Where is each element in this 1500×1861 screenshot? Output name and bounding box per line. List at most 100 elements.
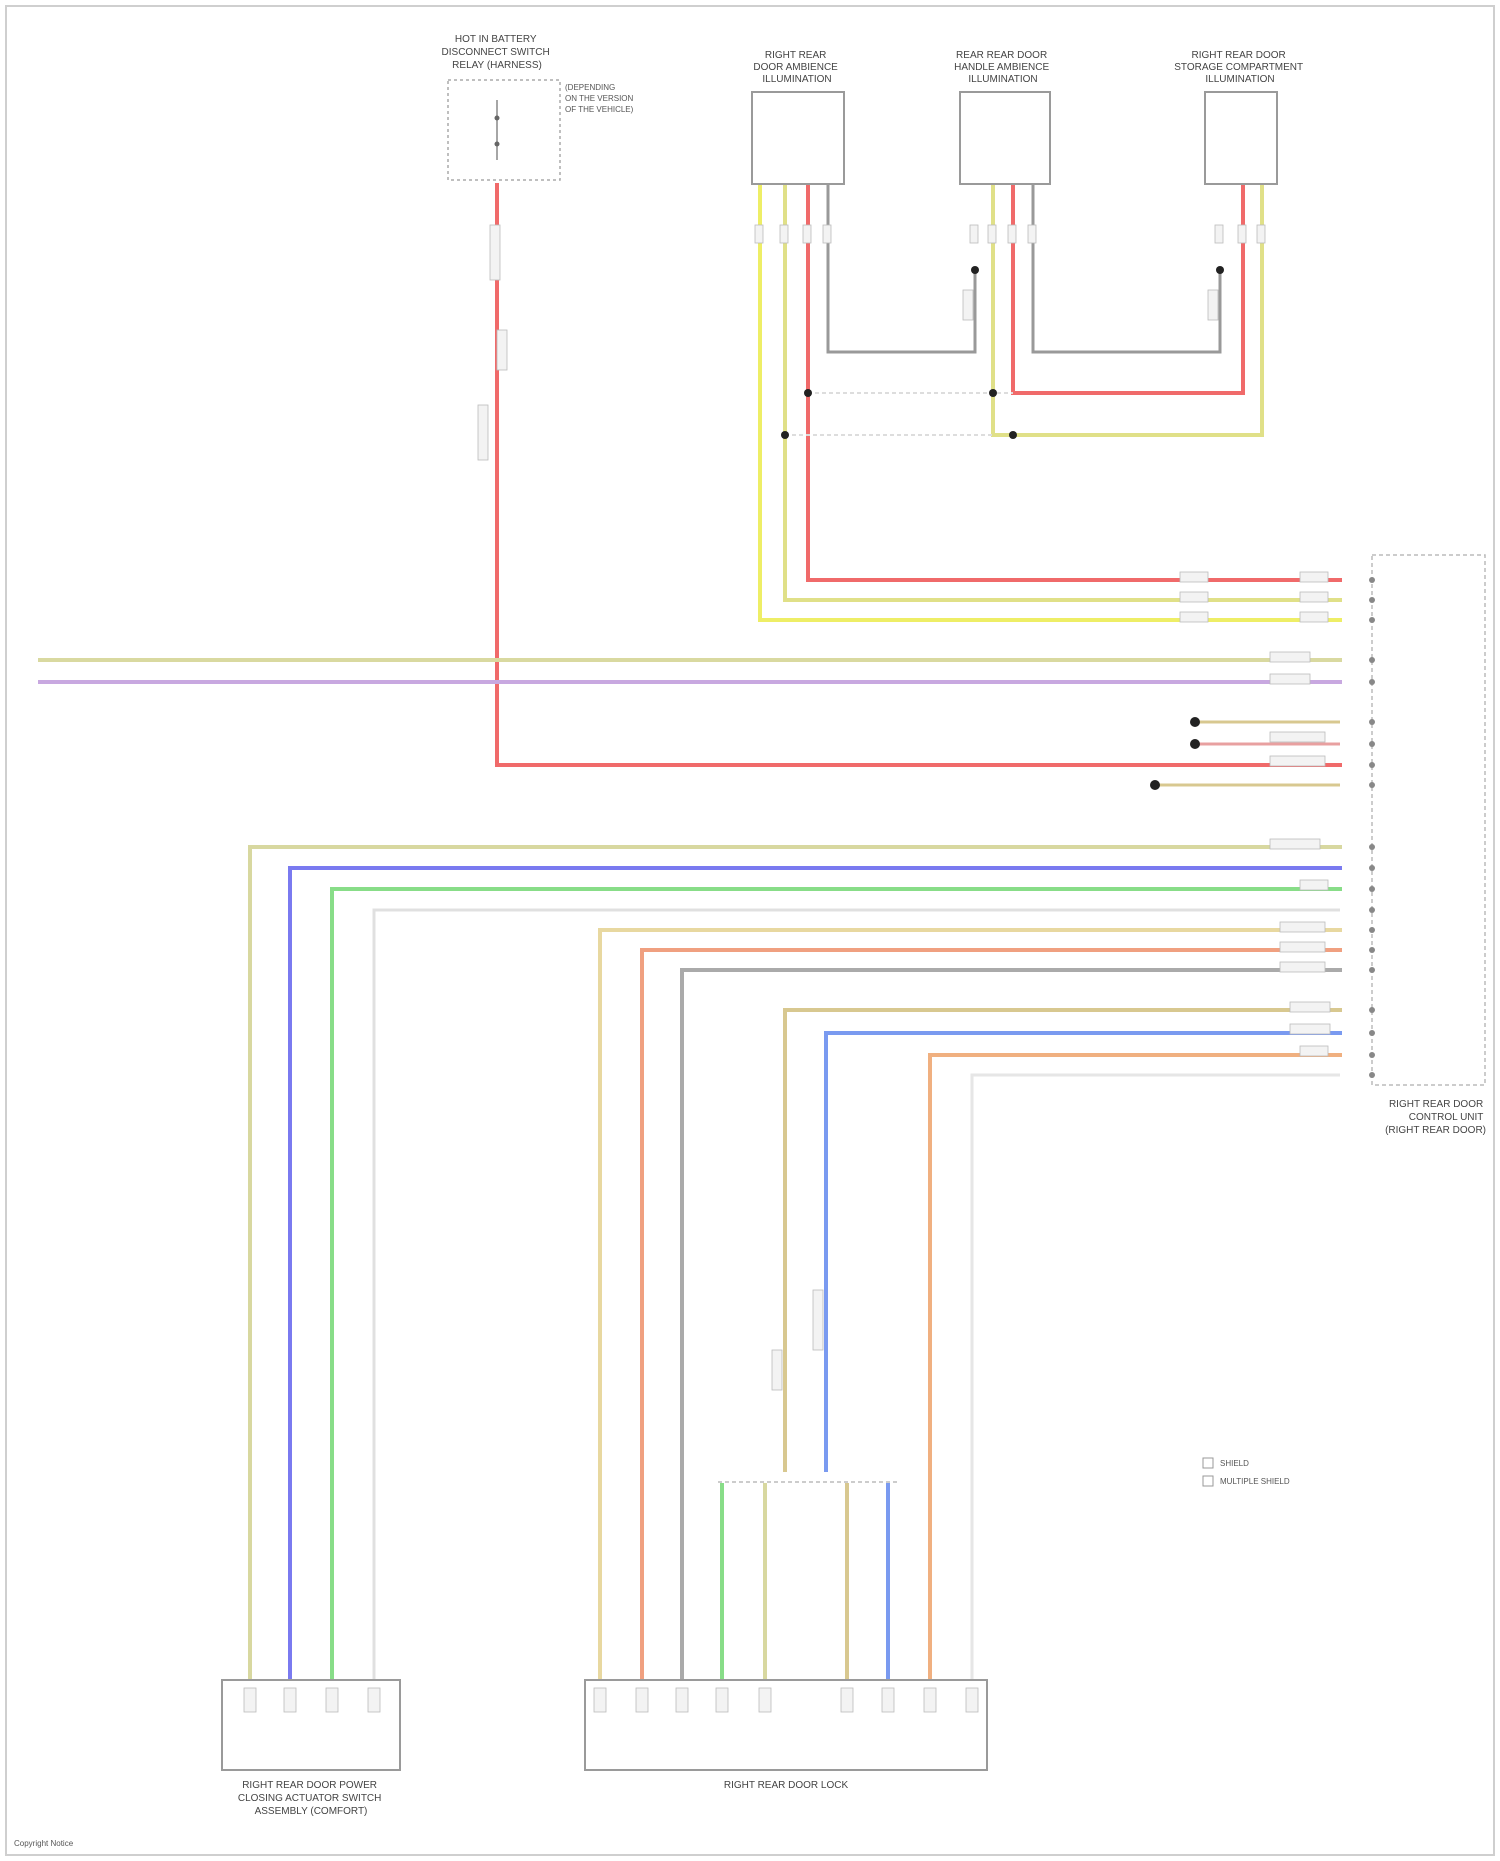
pin-tag <box>966 1688 978 1712</box>
pin-tag <box>1008 225 1016 243</box>
comfort-switch: RIGHT REAR DOOR POWER CLOSING ACTUATOR S… <box>222 1680 400 1817</box>
wire-group <box>40 185 1340 1690</box>
pin-tag <box>676 1688 688 1712</box>
wire-lock-1 <box>600 930 1340 1690</box>
wire-tag <box>1180 612 1208 622</box>
fuse-block: HOT IN BATTERY DISCONNECT SWITCH RELAY (… <box>442 34 636 180</box>
wire-tag <box>1270 839 1320 849</box>
splice-dot <box>781 431 789 439</box>
pin-tag <box>716 1688 728 1712</box>
pin-tag <box>284 1688 296 1712</box>
pin-tag <box>368 1688 380 1712</box>
splice-dots <box>781 266 1224 790</box>
pin-tag <box>1257 225 1265 243</box>
control-unit-title: RIGHT REAR DOOR CONTROL UNIT (RIGHT REAR… <box>1385 1099 1486 1136</box>
wire-tag <box>1290 1002 1330 1012</box>
pin-tag <box>803 225 811 243</box>
pin-tag <box>594 1688 606 1712</box>
footer-copyright: Copyright Notice <box>14 1839 74 1848</box>
pin-tag <box>755 225 763 243</box>
lamp2-box <box>960 92 1050 184</box>
fuse-contact <box>495 142 500 147</box>
wire-tag <box>1208 290 1218 320</box>
wire-lock-3 <box>682 970 1340 1690</box>
pin-tag <box>970 225 978 243</box>
wire-tag <box>1280 942 1325 952</box>
pin-tag <box>759 1688 771 1712</box>
wire-tag <box>1300 592 1328 602</box>
control-unit-pins <box>1369 577 1375 1078</box>
legend: SHIELD MULTIPLE SHIELD <box>1203 1458 1290 1486</box>
wire-tag <box>1270 652 1310 662</box>
wire-tag <box>478 405 488 460</box>
wire-tag <box>963 290 973 320</box>
wire-tag <box>1270 732 1325 742</box>
splice-dot <box>989 389 997 397</box>
wire-lock-7 <box>972 1075 1340 1690</box>
wire-lamp1-yellow <box>760 185 1340 620</box>
legend-shield-icon <box>1203 1458 1213 1468</box>
wire-tag <box>1280 922 1325 932</box>
wire-switch-4 <box>374 910 1340 1690</box>
legend-item-shield: SHIELD <box>1220 1459 1249 1468</box>
pin-tag <box>841 1688 853 1712</box>
wire-lamp1-ground <box>828 185 975 352</box>
legend-multiple-shield-icon <box>1203 1476 1213 1486</box>
wire-lamp3-red <box>1013 185 1243 393</box>
lamp-right-rear-door-storage: RIGHT REAR DOOR STORAGE COMPARTMENT ILLU… <box>1174 50 1306 243</box>
pin-tag <box>244 1688 256 1712</box>
splice-dot <box>1190 717 1200 727</box>
wire-tag <box>1270 674 1310 684</box>
pin-tag <box>924 1688 936 1712</box>
splice-dot <box>1216 266 1224 274</box>
wire-tag <box>772 1350 782 1390</box>
pin-tag <box>636 1688 648 1712</box>
wire-lock-4 <box>785 1010 1340 1470</box>
wire-switch-1 <box>250 847 1340 1690</box>
comfort-switch-title: RIGHT REAR DOOR POWER CLOSING ACTUATOR S… <box>238 1780 384 1817</box>
lamp3-box <box>1205 92 1277 184</box>
splice-dot <box>804 389 812 397</box>
wire-tag <box>1300 612 1328 622</box>
lamp1-title: RIGHT REAR DOOR AMBIENCE ILLUMINATION <box>753 50 840 85</box>
wire-lock-6 <box>930 1055 1340 1690</box>
lamp3-title: RIGHT REAR DOOR STORAGE COMPARTMENT ILLU… <box>1174 50 1306 85</box>
wire-tag <box>1180 592 1208 602</box>
splice-dot <box>1190 739 1200 749</box>
wire-fuse-feed <box>497 185 1340 765</box>
control-unit-outline <box>1372 555 1485 1085</box>
door-lock: RIGHT REAR DOOR LOCK <box>585 1680 987 1791</box>
wire-tag <box>1300 880 1328 890</box>
wire-lamp2-ground <box>1033 185 1220 352</box>
lamp2-title: REAR REAR DOOR HANDLE AMBIENCE ILLUMINAT… <box>954 50 1052 85</box>
wire-tags <box>478 225 1330 1390</box>
pin-tag <box>1215 225 1223 243</box>
lamp-rear-door-handle-ambience: REAR REAR DOOR HANDLE AMBIENCE ILLUMINAT… <box>954 50 1052 243</box>
pin-tag <box>1028 225 1036 243</box>
fuse-block-note: (DEPENDING ON THE VERSION OF THE VEHICLE… <box>565 83 636 114</box>
fuse-block-box <box>448 80 560 180</box>
pin-tag <box>988 225 996 243</box>
door-lock-title: RIGHT REAR DOOR LOCK <box>724 1780 849 1791</box>
pin-tag <box>1238 225 1246 243</box>
wire-tag <box>1300 1046 1328 1056</box>
fuse-contact <box>495 116 500 121</box>
wire-tag <box>1290 1024 1330 1034</box>
wire-tag <box>497 330 507 370</box>
lamp-right-rear-door-ambience: RIGHT REAR DOOR AMBIENCE ILLUMINATION <box>752 50 844 243</box>
control-unit: RIGHT REAR DOOR CONTROL UNIT (RIGHT REAR… <box>1369 555 1486 1136</box>
wire-tag <box>813 1290 823 1350</box>
lamp1-box <box>752 92 844 184</box>
splice-dot <box>971 266 979 274</box>
pin-tag <box>326 1688 338 1712</box>
splice-dot <box>1009 431 1017 439</box>
legend-item-multiple-shield: MULTIPLE SHIELD <box>1220 1477 1290 1486</box>
wire-lock-5 <box>826 1033 1340 1470</box>
wire-lock-2 <box>642 950 1340 1690</box>
wire-tag <box>1180 572 1208 582</box>
splice-dot <box>1150 780 1160 790</box>
wire-tag <box>1270 756 1325 766</box>
wire-tag <box>490 225 500 280</box>
pin-tag <box>882 1688 894 1712</box>
